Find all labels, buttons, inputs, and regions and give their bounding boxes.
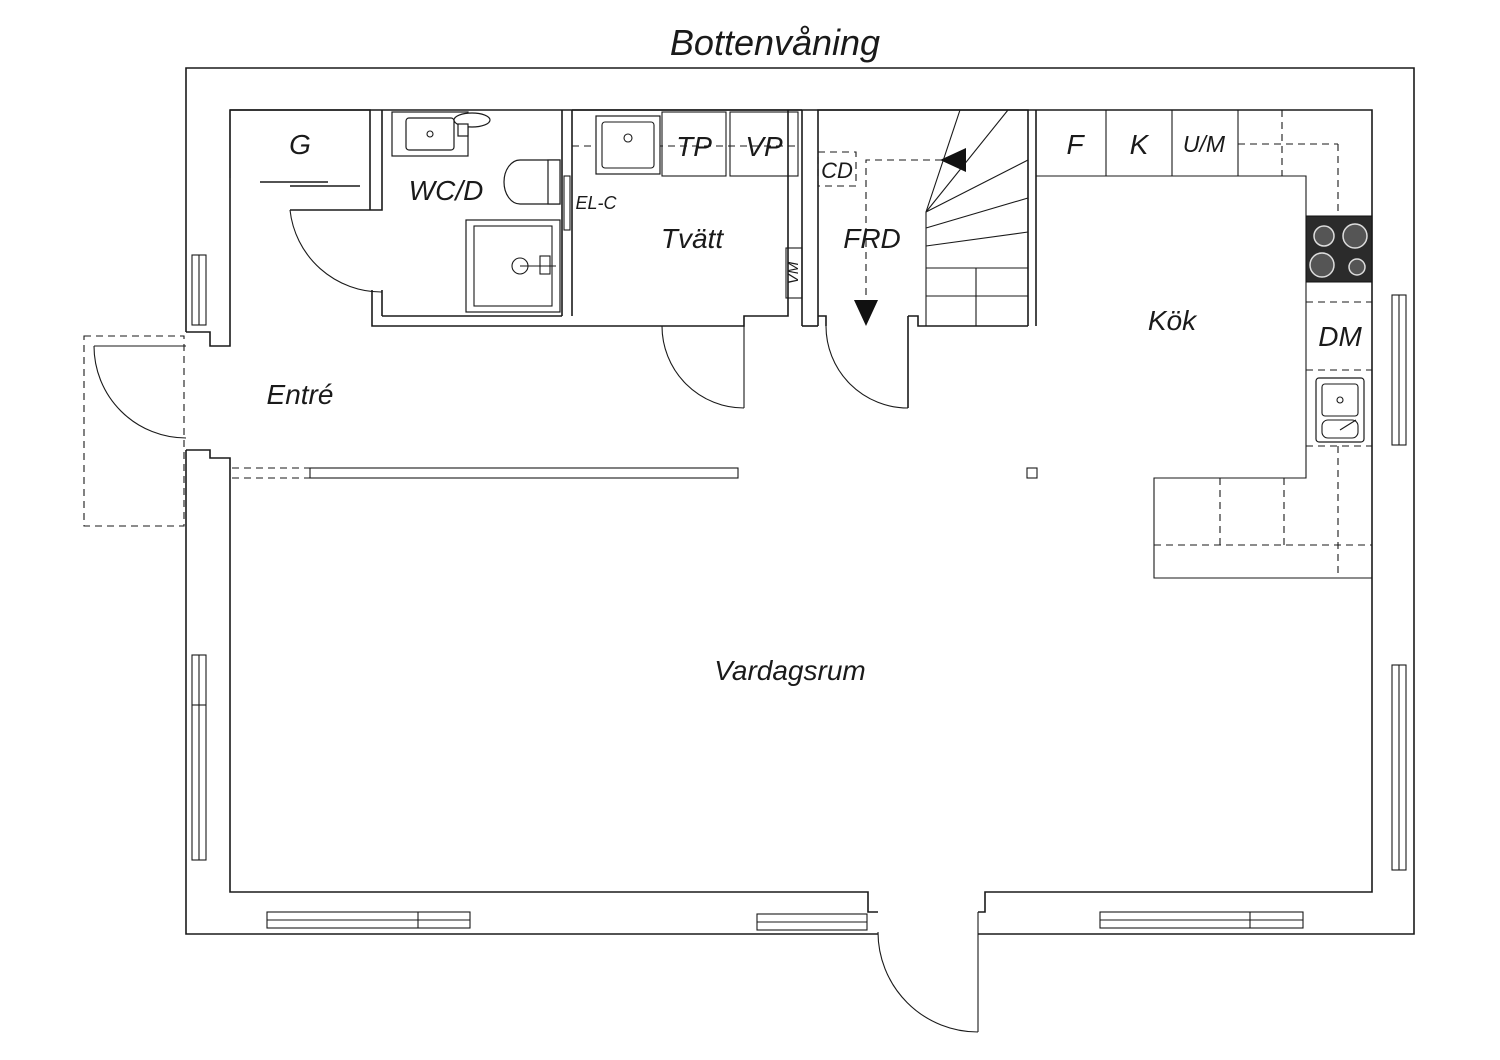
window-east-upper <box>1391 294 1407 446</box>
room-label-vp: VP <box>745 131 783 162</box>
room-label-entre: Entré <box>267 379 334 410</box>
room-label-vardagsrum: Vardagsrum <box>714 655 865 686</box>
room-label-dm: DM <box>1318 321 1362 352</box>
window-south-middle <box>756 913 868 931</box>
bathroom-wc: WC/D EL-C <box>289 110 738 327</box>
room-label-tp: TP <box>676 131 712 162</box>
window-west-lower <box>191 654 207 861</box>
window-south-right <box>1099 911 1304 929</box>
entry-door <box>83 335 187 527</box>
room-label-wc: WC/D <box>409 175 484 206</box>
room-label-k: K <box>1130 129 1150 160</box>
room-label-tvatt: Tvätt <box>661 223 724 254</box>
patio-door <box>877 912 979 1033</box>
living-area: Entré Vardagsrum <box>232 379 1038 686</box>
room-label-kok: Kök <box>1148 305 1198 336</box>
room-label-elc: EL-C <box>575 193 617 213</box>
stair-hall: CD FRD <box>817 109 1037 409</box>
window-south-left <box>266 911 471 929</box>
closet-g: G <box>229 109 371 210</box>
window-west-upper <box>191 254 207 326</box>
laundry-room: VM TP VP Tvätt <box>572 109 818 409</box>
room-label-f: F <box>1066 129 1085 160</box>
room-label-vm: VM <box>785 261 802 284</box>
kitchen: F K U/M Kök DM <box>1036 110 1373 579</box>
room-label-g: G <box>289 129 311 160</box>
room-label-um: U/M <box>1183 131 1226 157</box>
window-east-lower <box>1391 664 1407 871</box>
floor-title: Bottenvåning <box>670 22 880 63</box>
room-label-cd: CD <box>821 158 853 183</box>
room-label-frd: FRD <box>843 223 901 254</box>
